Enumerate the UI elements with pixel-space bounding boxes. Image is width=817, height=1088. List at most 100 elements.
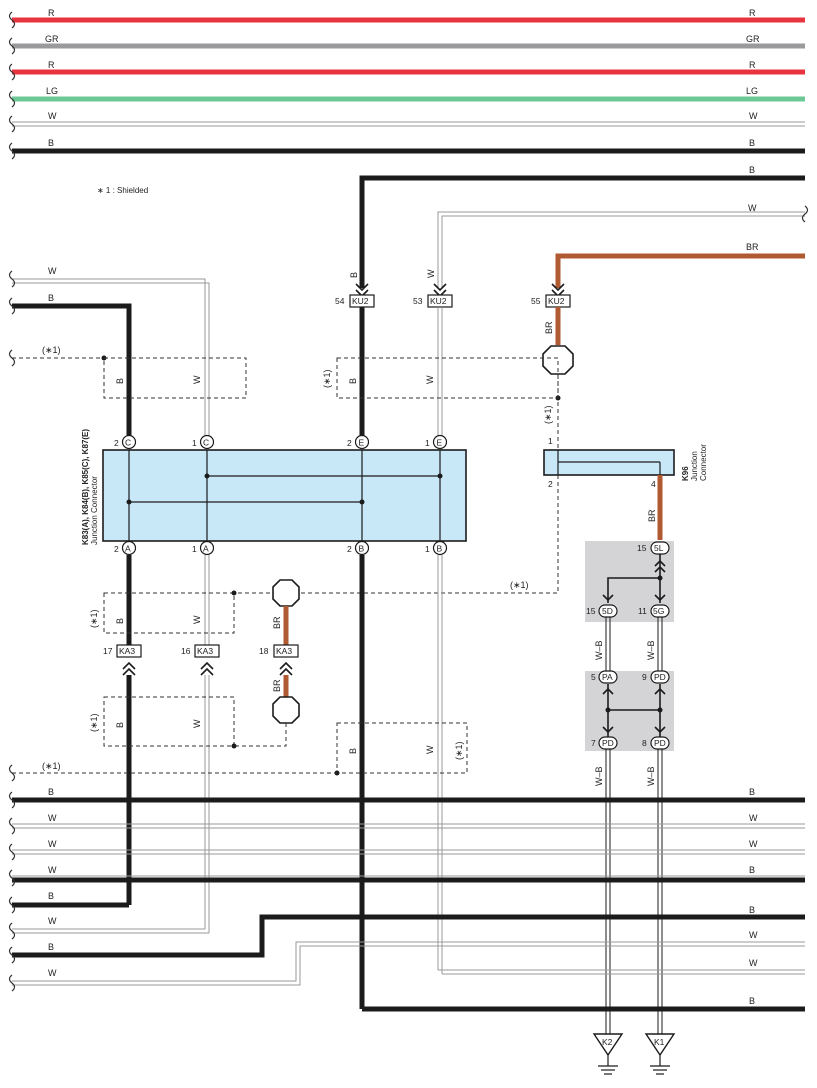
shielded-note: ∗ 1 : Shielded [97,186,148,195]
top-wire-label-left: GR [45,34,59,44]
top-wire-label-right: GR [746,34,760,44]
top-wire-label-right: R [749,60,756,70]
shield-label: (∗1) [89,609,99,628]
connector-pin: 54 [335,296,345,306]
shield-label: (∗1) [543,405,553,424]
splice-5g: 5G 11 [638,604,670,618]
shield-wire-label: W [425,375,435,384]
top-wire-label-right: B [749,138,755,148]
ground-k2: K2 [592,1033,624,1075]
shield-box-3: B W (∗1) [89,590,237,634]
connector-code: KA3 [276,646,292,656]
connector-pin: 17 [103,646,113,656]
connector-wire: B [349,272,359,278]
bottom-wire-label-left: W [48,968,57,978]
bottom-wire-label-right: B [749,905,755,915]
top-wire-b: B B [8,138,805,160]
bottom-wire-label-right: W [749,839,758,849]
bottom-wire-label-right: W [749,958,758,968]
bottom-wire-label-left: W [48,813,57,823]
pin-letter: A [203,544,209,554]
splice-pd-7: PD 7 [591,736,618,750]
right-feed-label: BR [746,242,759,252]
connector-code: KU2 [352,296,369,306]
splice-pin: 11 [638,606,647,616]
bottom-wire-label-left: B [48,942,54,952]
splice-pin: 8 [642,738,647,748]
bottom-wire-label-left: W [48,839,57,849]
pin-number: 2 [548,479,553,489]
ground-label: K2 [602,1037,613,1047]
junction-k96: 1 2 4 K96 Junction Connector [543,436,708,489]
ground-k1: K1 [644,1033,676,1075]
connector-pin: 55 [531,296,541,306]
junction-main: C 2 C 1 E 2 E 1 A 2 A 1 [81,429,467,556]
splice-code: 5D [602,606,613,616]
top-wire-gr: GR GR [8,34,805,55]
pin-bottom-a1: A 1 [192,540,215,556]
bottom-wire-label-right: B [749,996,755,1006]
shield-wire-label: B [348,378,358,384]
bottom-wire-label-left: B [48,891,54,901]
shield-wire-label: B [115,722,125,728]
connector-ku2-54: KU2 54 B [335,272,375,308]
left-feed-shield: (∗1) [8,345,107,367]
shield-wire-label: W [192,615,202,624]
top-wire-label-right: LG [746,86,758,96]
top-wire-w: W W [8,111,805,133]
shield-box-1: B W [103,357,247,399]
splice-code: PD [654,738,666,748]
splice-pin: 5 [591,672,596,682]
wire-br-label: BR [272,616,282,629]
pin-bottom-a2: A 2 [114,540,137,556]
splice-code: PA [602,672,613,682]
right-feed-w: W [437,203,809,288]
pin-number: 2 [347,544,352,554]
splice-upper: 5L 15 5D 15 5G 11 [585,541,674,622]
right-feed-label: W [748,203,757,213]
junction-k96-sub-1: Junction [690,451,699,481]
pin-number: 2 [347,438,352,448]
pin-letter: C [125,438,131,448]
splice-pa: PA 5 [591,670,618,684]
splice-pin: 15 [637,543,647,553]
splice-pin: 15 [586,606,596,616]
pin-number: 1 [548,436,553,446]
left-feed-w: W [8,266,210,438]
right-feed-b: B [359,165,805,288]
pin-letter: B [359,544,365,554]
pin-bottom-b2: B 2 [347,540,370,556]
splice-pin: 7 [591,738,596,748]
connector-pin: 18 [259,646,269,656]
ka3-connectors: KA3 17 KA3 16 KA3 18 [103,644,299,676]
left-feed-label: W [48,266,57,276]
junction-main-sub: Junction Connector [90,476,99,545]
connector-code: KA3 [197,646,213,656]
shield-ground-octagon [272,696,300,724]
right-feed-label: B [749,165,755,175]
shield-wire-label: B [115,378,125,384]
connector-ku2-55: KU2 55 [531,283,571,308]
shield-label: (∗1) [510,580,529,590]
shield-label: (∗1) [454,741,464,760]
top-wire-r2: R R [8,60,805,81]
top-wire-label-left: LG [46,86,58,96]
shield-label: (∗1) [89,713,99,732]
top-bus: R R GR GR R R LG LG W W [8,8,805,160]
left-feed-label: B [48,293,54,303]
connector-code: KA3 [119,646,135,656]
pin-number: 4 [651,479,656,489]
shield-label: (∗1) [42,761,61,771]
pin-number: 1 [192,438,197,448]
left-feed-b: B [8,293,132,438]
top-wire-label-right: W [749,111,758,121]
bottom-wire-label-right: B [749,787,755,797]
splice-code: 5L [654,543,664,553]
junction-k96-name: K96 [681,466,690,481]
wire-wb-label: W–B [646,640,656,660]
shield-box-5: B W (∗1) [334,722,468,776]
bottom-wire-label-right: W [749,813,758,823]
connector-ka3-18: KA3 18 [259,644,299,676]
